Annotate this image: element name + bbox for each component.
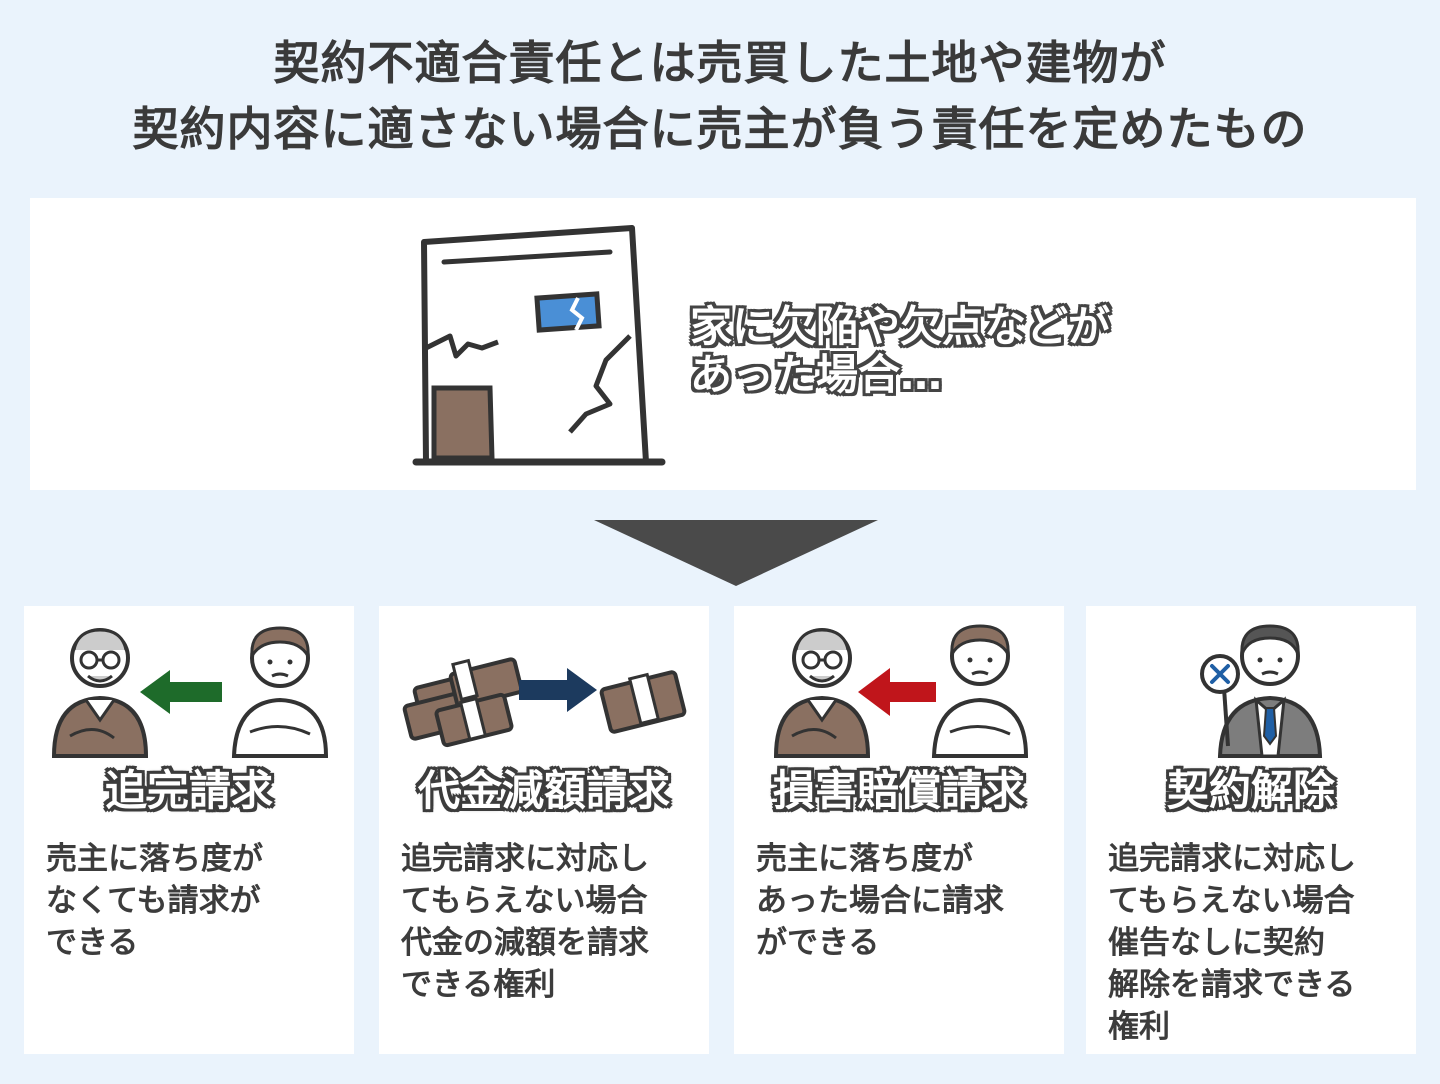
desc-line: 催告なしに契約	[1108, 925, 1325, 961]
card-title: 契約解除	[1166, 766, 1335, 815]
red-left-arrow-icon	[858, 668, 936, 716]
businessman-illustration	[1200, 624, 1323, 758]
small-money-stack-icon	[599, 670, 687, 734]
card-price-reduction: 代金減額請求 追完請求に対応し てもらえない場合 代金の減額を請求 できる権利	[379, 606, 709, 1054]
buyer-icon	[931, 624, 1029, 758]
title-line-2: 契約内容に適さない場合に売主が負う責任を定めたもの	[132, 102, 1308, 156]
title-line-1: 契約不適合責任とは売買した土地や建物が	[273, 36, 1167, 90]
buyer-icon	[231, 626, 329, 758]
green-left-arrow-icon	[140, 670, 222, 714]
card-repair-request: 追完請求 売主に落ち度が なくても請求が できる	[24, 606, 354, 1054]
desc-line: 売主に落ち度が	[46, 841, 263, 877]
card-damages-claim: 損害賠償請求 売主に落ち度が あった場合に請求 ができる	[734, 606, 1064, 1054]
desc-line: あった場合に請求	[756, 883, 1004, 919]
down-arrow-icon	[594, 520, 878, 586]
desc-line: ができる	[756, 925, 880, 961]
desc-line: なくても請求が	[46, 883, 261, 919]
card-description: 売主に落ち度が なくても請求が できる	[46, 838, 346, 964]
defect-panel: 家に欠陥や欠点などが あった場合…	[30, 198, 1416, 490]
card-title: 代金減額請求	[417, 766, 670, 815]
elderly-seller-icon	[51, 628, 149, 758]
card-description: 追完請求に対応し てもらえない場合 代金の減額を請求 できる権利	[401, 838, 701, 1006]
card-title: 追完請求	[104, 766, 273, 815]
businessman-with-cross-sign-icon	[1200, 624, 1323, 758]
desc-line: 代金の減額を請求	[401, 925, 649, 961]
desc-line: てもらえない場合	[1108, 883, 1355, 919]
page-title: 契約不適合責任とは売買した土地や建物が 契約内容に適さない場合に売主が負う責任を…	[0, 30, 1440, 162]
desc-line: 追完請求に対応し	[1108, 841, 1356, 877]
elderly-seller-icon	[773, 628, 871, 758]
seller-buyer-illustration	[51, 626, 329, 758]
damaged-house-illustration	[412, 225, 666, 466]
desc-line: 権利	[1108, 1009, 1170, 1045]
seller-buyer-illustration	[773, 624, 1029, 758]
desc-line: 売主に落ち度が	[756, 841, 973, 877]
case-line-1: 家に欠陥や欠点などが	[690, 302, 1111, 351]
card-contract-cancellation: 契約解除 追完請求に対応し てもらえない場合 催告なしに契約 解除を請求できる …	[1086, 606, 1416, 1054]
large-money-stack-icon	[402, 657, 524, 748]
card-description: 売主に落ち度が あった場合に請求 ができる	[756, 838, 1056, 964]
desc-line: できる権利	[401, 967, 556, 1003]
card-title: 損害賠償請求	[772, 766, 1025, 815]
desc-line: てもらえない場合	[401, 883, 648, 919]
money-stacks-illustration	[402, 657, 687, 748]
defect-case-text: 家に欠陥や欠点などが あった場合…	[690, 303, 1250, 399]
navy-right-arrow-icon	[519, 668, 597, 712]
case-line-2: あった場合…	[690, 350, 943, 399]
desc-line: 追完請求に対応し	[401, 841, 649, 877]
desc-line: 解除を請求できる	[1108, 967, 1356, 1003]
desc-line: できる	[46, 925, 139, 961]
card-description: 追完請求に対応し てもらえない場合 催告なしに契約 解除を請求できる 権利	[1108, 838, 1408, 1048]
